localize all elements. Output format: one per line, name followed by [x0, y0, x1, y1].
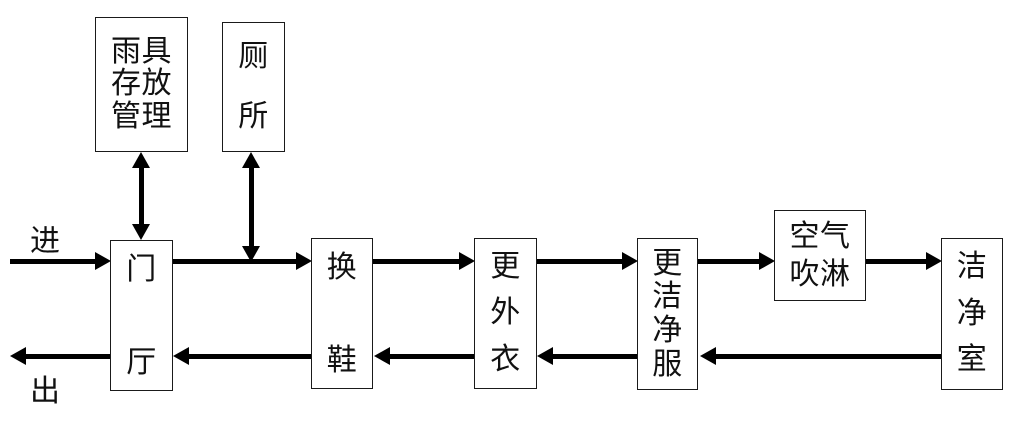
node-change-outerwear-label: 更 外 衣	[490, 248, 521, 377]
exit-label: 出	[30, 374, 60, 409]
edge-hall-to-change-shoes-arrowhead	[296, 252, 312, 270]
edge-change-shoes-to-outerwear-line	[373, 259, 462, 264]
edge-suit-to-outerwear-line	[552, 354, 637, 359]
edge-air-shower-to-clean-room-line	[866, 259, 928, 264]
node-air-shower-label: 空气 吹淋	[789, 219, 851, 292]
enter-label: 进	[30, 224, 60, 259]
edge-suit-to-air-shower-arrowhead	[759, 252, 775, 270]
edge-change-shoes-to-outerwear-arrowhead	[459, 252, 475, 270]
edge-outerwear-to-change-shoes-arrowhead	[374, 347, 390, 365]
node-change-cleanroom-suit[interactable]: 更 洁 净 服	[637, 238, 698, 390]
edge-outerwear-to-change-shoes-line	[389, 354, 474, 359]
edge-hall-to-rain-gear-arrowhead-down	[132, 224, 150, 240]
edge-outerwear-to-suit-line	[537, 259, 625, 264]
edge-suit-to-outerwear-arrowhead	[537, 347, 553, 365]
edge-outerwear-to-suit-arrowhead	[622, 252, 638, 270]
node-toilet-label: 厕 所	[238, 39, 269, 134]
edge-corridor-to-toilet-arrowhead-up	[242, 152, 260, 168]
node-entrance-hall[interactable]: 门 厅	[110, 240, 173, 391]
edge-hall-to-exit-arrowhead	[10, 347, 26, 365]
edge-air-shower-to-clean-room-arrowhead	[926, 252, 942, 270]
node-entrance-hall-label: 门 厅	[126, 251, 157, 380]
edge-hall-to-exit-line	[25, 354, 110, 359]
edge-hall-to-change-shoes-line	[173, 259, 298, 264]
edge-corridor-to-toilet-line	[249, 158, 254, 254]
node-change-shoes-label: 换 鞋	[326, 249, 358, 378]
node-clean-room[interactable]: 洁 净 室	[941, 238, 1003, 390]
edge-hall-to-rain-gear-arrowhead-up	[132, 152, 150, 168]
node-change-shoes[interactable]: 换 鞋	[311, 238, 373, 389]
edge-enter-to-hall-line	[10, 259, 98, 264]
edge-clean-room-to-suit-line	[715, 354, 941, 359]
node-change-outerwear[interactable]: 更 外 衣	[474, 238, 537, 389]
edge-corridor-to-toilet-arrowhead-down	[242, 246, 260, 262]
edge-change-shoes-to-hall-arrowhead	[173, 347, 189, 365]
node-rain-gear-storage[interactable]: 雨具 存放 管理	[95, 17, 188, 152]
edge-change-shoes-to-hall-line	[188, 354, 311, 359]
edge-clean-room-to-suit-arrowhead	[700, 347, 716, 365]
node-clean-room-label: 洁 净 室	[956, 249, 988, 378]
node-rain-gear-storage-label: 雨具 存放 管理	[111, 33, 172, 134]
edge-enter-to-hall-arrowhead	[95, 252, 111, 270]
node-change-cleanroom-suit-label: 更 洁 净 服	[652, 245, 683, 382]
edge-suit-to-air-shower-line	[698, 259, 760, 264]
edge-hall-to-rain-gear-line	[139, 158, 144, 234]
node-toilet[interactable]: 厕 所	[222, 22, 285, 152]
node-air-shower[interactable]: 空气 吹淋	[774, 210, 866, 301]
